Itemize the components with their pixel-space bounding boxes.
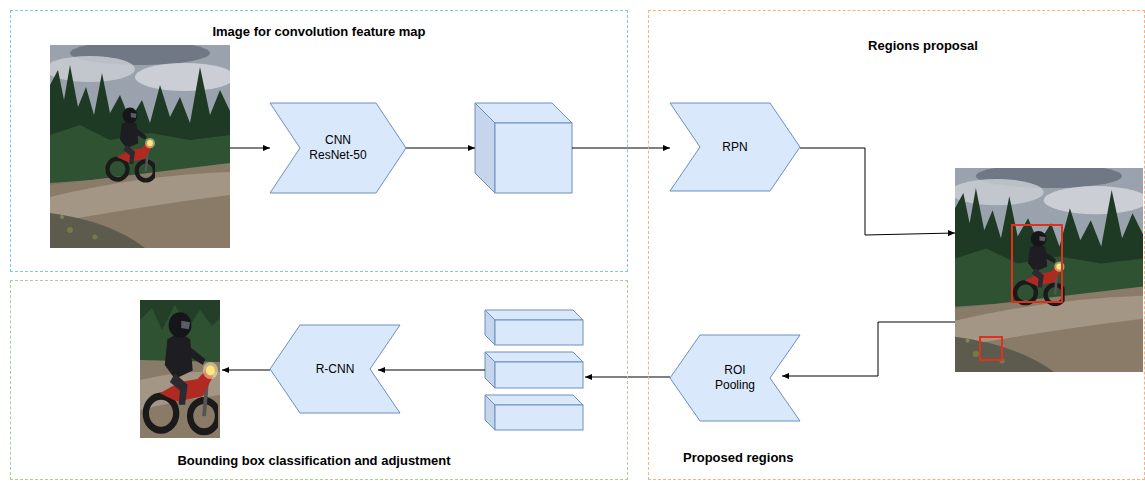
flow-arrow xyxy=(400,148,475,149)
flow-arrow xyxy=(222,370,270,371)
bar-side xyxy=(485,395,495,430)
classification-region: R-CNN Bounding box classification and adj… xyxy=(10,280,628,480)
bar-top xyxy=(485,395,583,405)
photo-scene xyxy=(45,41,235,248)
bar-top xyxy=(485,310,583,320)
flow-arrow xyxy=(378,370,485,371)
process-chevron: RPN xyxy=(670,103,800,191)
flow-arrow xyxy=(800,148,955,235)
process-label: R-CNN xyxy=(316,362,355,377)
proposal-region: RPN ROI Pooling Regions proposal xyxy=(648,10,1145,480)
bar-front xyxy=(495,405,583,430)
region-heading: Regions proposal xyxy=(868,38,978,54)
process-chevron: ROI Pooling xyxy=(670,335,800,421)
bar-side xyxy=(485,310,495,345)
region-caption: Proposed regions xyxy=(683,450,794,466)
pooled-features xyxy=(485,310,583,430)
flow-arrow xyxy=(782,322,955,376)
motorcycle-rider xyxy=(146,312,218,431)
proposal-photo xyxy=(950,164,1145,372)
input-photo xyxy=(45,41,235,248)
flow-arrow xyxy=(572,148,670,149)
output-crop xyxy=(140,300,220,438)
photo-scene xyxy=(950,164,1145,372)
region-heading: Bounding box classification and adjustme… xyxy=(177,453,450,469)
proposal-box xyxy=(980,337,1002,360)
cube-front xyxy=(495,123,572,193)
crop-ground xyxy=(140,300,220,438)
chevron-shape xyxy=(670,103,800,191)
chevron-shape xyxy=(270,325,400,413)
process-label: CNN ResNet-50 xyxy=(303,133,373,163)
region-heading: Image for convolution feature map xyxy=(212,24,425,40)
bar-side xyxy=(485,352,495,388)
bar-front xyxy=(495,362,583,388)
process-label: ROI Pooling xyxy=(710,363,760,393)
bar-front xyxy=(495,320,583,345)
proposal-box xyxy=(1012,225,1062,302)
flow-arrow xyxy=(230,148,270,149)
process-label: RPN xyxy=(722,140,747,155)
bar-top xyxy=(485,352,583,362)
process-chevron: CNN ResNet-50 xyxy=(270,103,406,193)
chevron-shape xyxy=(270,103,406,193)
feature-region: CNN ResNet-50 Image for convolution featu… xyxy=(10,10,628,272)
feature-map-cube xyxy=(475,103,572,193)
process-chevron: R-CNN xyxy=(270,325,400,413)
chevron-shape xyxy=(670,335,800,421)
cube-side xyxy=(475,103,495,193)
